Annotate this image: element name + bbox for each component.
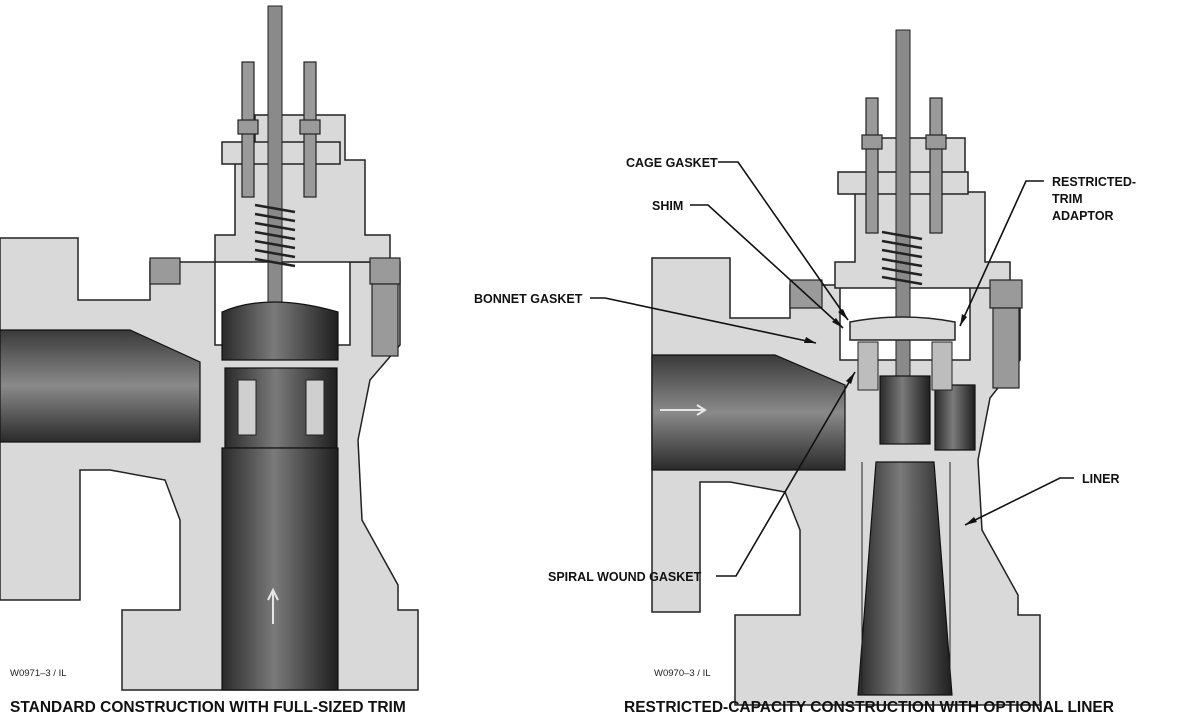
right-valve-illustration (651, 29, 1041, 706)
right-figure-caption: RESTRICTED-CAPACITY CONSTRUCTION WITH OP… (624, 699, 1114, 716)
callout-label-shim: SHIM (652, 199, 683, 213)
left-figure-caption: STANDARD CONSTRUCTION WITH FULL-SIZED TR… (10, 699, 406, 716)
callout-cage-gasket: CAGE GASKET (626, 156, 849, 321)
left-valve-illustration (0, 5, 419, 691)
callout-label-cage-gasket: CAGE GASKET (626, 156, 718, 170)
callout-label-liner: LINER (1082, 472, 1120, 486)
right-figure-code: W0970–3 / IL (654, 668, 711, 679)
callout-label-spiral-wound-gasket: SPIRAL WOUND GASKET (548, 570, 702, 584)
callout-liner: LINER (964, 472, 1120, 526)
callout-shim: SHIM (652, 199, 844, 329)
callout-label-restricted-trim-adaptor-line3: ADAPTOR (1052, 209, 1114, 223)
callout-label-restricted-trim-adaptor-line2: TRIM (1052, 192, 1083, 206)
callout-restricted-trim-adaptor: RESTRICTED- TRIM ADAPTOR (959, 175, 1136, 327)
callout-label-bonnet-gasket: BONNET GASKET (474, 292, 583, 306)
callout-spiral-wound-gasket: SPIRAL WOUND GASKET (548, 371, 856, 584)
callout-bonnet-gasket: BONNET GASKET (474, 292, 817, 344)
left-figure-code: W0971–3 / IL (10, 668, 67, 679)
callout-label-restricted-trim-adaptor-line1: RESTRICTED- (1052, 175, 1136, 189)
